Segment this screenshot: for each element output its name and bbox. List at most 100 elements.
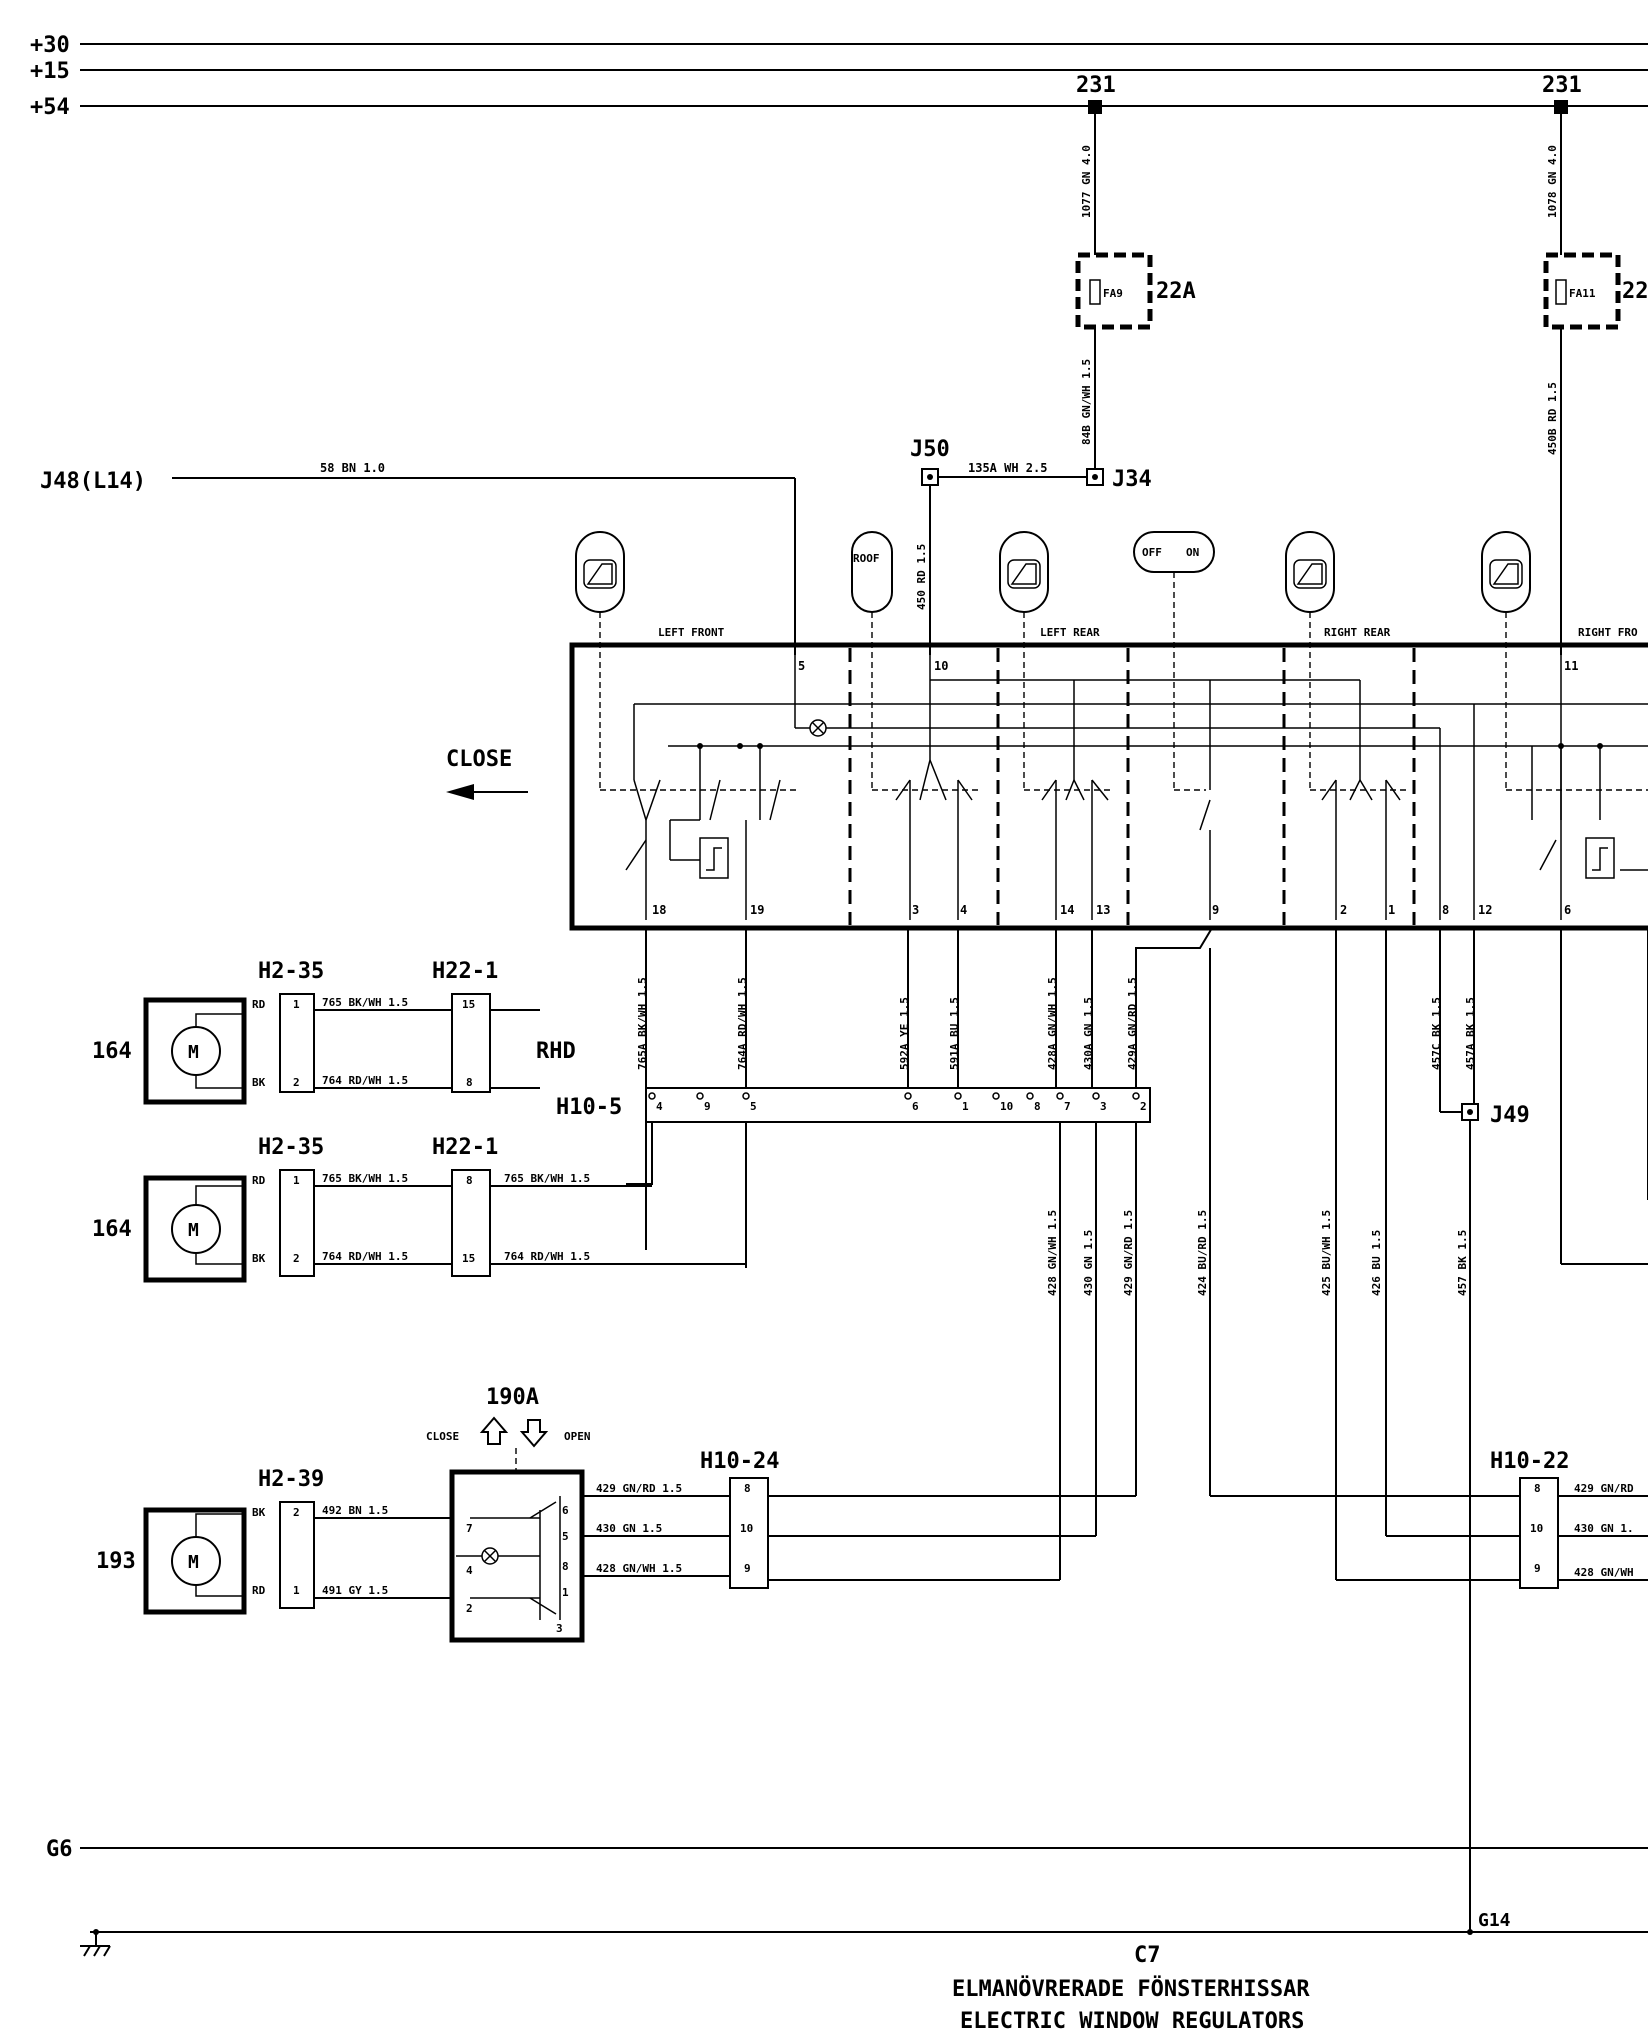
wire-84b-label: 84B GN/WH 1.5 [1080,359,1093,445]
close-small-label: CLOSE [426,1430,459,1443]
pin-12: 12 [1478,903,1492,917]
pin-4: 4 [960,903,967,917]
wire-450b-label: 450B RD 1.5 [1546,382,1559,455]
pin-h235b-2: 2 [293,1252,300,1265]
fuse-feed-fa9: 231 1077 GN 4.0 FA9 22A 84B GN/WH 1.5 J3… [1075,73,1196,492]
diagram-code: C7 [1134,1943,1161,1968]
h10-5-pin-terminal [742,1092,750,1100]
h10-5-pin-terminal [954,1092,962,1100]
motor-164a-label: 164 [92,1039,132,1064]
wire-491-label: 491 GY 1.5 [322,1584,388,1597]
node-j49-label: J49 [1490,1103,1530,1128]
h10-5-pin: 3 [1100,1100,1107,1113]
rail-15-label: +15 [30,59,70,84]
wire-430-label: 430 GN 1.5 [1082,1230,1095,1296]
pin-8: 8 [1442,903,1449,917]
connector-h10-5: H10-5 [556,1087,1151,1123]
h10-5-label: H10-5 [556,1095,622,1120]
diagram-title-sv: ELMANÖVRERADE FÖNSTERHISSAR [952,1976,1310,2002]
pin-h1022-10: 10 [1530,1522,1543,1535]
h22-1-b-label: H22-1 [432,1135,498,1160]
h10-5-pin: 1 [962,1100,969,1113]
pin-6: 6 [1564,903,1571,917]
rr-contacts [1310,779,1410,920]
wire-426-label: 426 BU 1.5 [1370,1230,1383,1296]
pin-h221b-15: 15 [462,1252,475,1265]
h10-22-label: H10-22 [1490,1449,1569,1474]
wire-425-label: 425 BU/WH 1.5 [1320,1210,1333,1296]
h10-5-pin-terminal [1056,1092,1064,1100]
pin-9: 9 [1212,903,1219,917]
pin-h221a-8: 8 [466,1076,473,1089]
fuse-22b-label: 22 [1622,279,1648,304]
pin-11: 11 [1564,659,1578,673]
h10-24-label: H10-24 [700,1449,779,1474]
wire-765-3-label: 765 BK/WH 1.5 [504,1172,590,1185]
h10-5-pin: 10 [1000,1100,1013,1113]
pin-h235a-2: 2 [293,1076,300,1089]
wire-457c-label: 457C BK 1.5 [1430,997,1443,1070]
motor-193-label: 193 [96,1549,136,1574]
wire-430a-label: 430A GN 1.5 [1082,997,1095,1070]
bk-b: BK [252,1252,266,1265]
wire-429a-label: 429A GN/RD 1.5 [1126,977,1139,1070]
label-left-rear: LEFT REAR [1040,626,1100,639]
pin-h239-2: 2 [293,1506,300,1519]
h10-5-pin-terminal [1026,1092,1034,1100]
pin-h1024-10: 10 [740,1522,753,1535]
pin-h221b-8: 8 [466,1174,473,1187]
down-arrow-icon [519,1419,549,1448]
h10-5-pin: 9 [704,1100,711,1113]
lf-contacts [600,743,800,920]
h10-5-pin-terminal [648,1092,656,1100]
pin-190-1: 1 [562,1586,569,1599]
wire-429-r-label: 429 GN/RD 1.5 [596,1482,682,1495]
motor-m-label-c: M [188,1552,199,1573]
label-left-front: LEFT FRONT [658,626,725,639]
node-231-a: 231 [1076,73,1116,98]
h2-35-a-label: H2-35 [258,959,324,984]
h10-5-pin: 6 [912,1100,919,1113]
wire-457a-label: 457A BK 1.5 [1464,997,1477,1070]
off-on-switch-icon: OFF ON [1133,531,1215,790]
wire-1078-label: 1078 GN 4.0 [1546,145,1559,218]
up-arrow-icon [479,1416,509,1445]
wire-450-label: 450 RD 1.5 [915,544,928,610]
pin-5: 5 [798,659,805,673]
h10-5-pin-terminal [696,1092,704,1100]
wire-424-label: 424 BU/RD 1.5 [1196,1210,1209,1296]
label-right-front: RIGHT FRO [1578,626,1638,639]
wire-428-rr-label: 428 GN/WH [1574,1566,1634,1579]
power-rails: +30 +15 +54 G6 G14 [30,33,1648,1957]
pin-18: 18 [652,903,666,917]
pin-h1024-8: 8 [744,1482,751,1495]
pin-190-4: 4 [466,1564,473,1577]
off-on-contacts [1174,780,1211,920]
pin-h221a-15: 15 [462,998,475,1011]
switch-capsules: ROOF OFF ON [575,531,1531,790]
fuse-fa11-label: FA11 [1569,287,1596,300]
connector-h10-22: H10-22 8 10 9 429 GN/RD 430 GN 1. 428 GN… [1490,1449,1648,1589]
roof-switch-icon: ROOF [851,531,893,790]
panel-out-wires: 765A BK/WH 1.5 764A RD/WH 1.5 592A YE 1.… [636,927,1648,1935]
h10-5-out-wires: 428 GN/WH 1.5 430 GN 1.5 429 GN/RD 1.5 [500,1122,1137,1580]
wire-430-rr-label: 430 GN 1. [1574,1522,1634,1535]
switch-panel: LEFT FRONT LEFT REAR RIGHT REAR RIGHT FR… [569,626,1648,931]
close-arrow-icon: CLOSE [446,747,528,800]
h10-5-pin-terminal [904,1092,912,1100]
pin-h239-1: 1 [293,1584,300,1597]
motor-164-a: 164 M H2-35 RD BK 1 2 765 BK/WH 1.5 764 … [92,959,576,1105]
wire-591a-label: 591A BU 1.5 [948,997,961,1070]
h10-5-pin-terminal [1132,1092,1140,1100]
wire-765a-label: 765A BK/WH 1.5 [636,977,649,1070]
pin-2: 2 [1340,903,1347,917]
h10-5-pin: 5 [750,1100,757,1113]
diagram-title-en: ELECTRIC WINDOW REGULATORS [960,2009,1304,2034]
bk-c: BK [252,1506,266,1519]
node-j48-label: J48(L14) [40,469,146,494]
h10-5-pin-terminal [992,1092,1000,1100]
h22-1-a-label: H22-1 [432,959,498,984]
roof-label: ROOF [853,552,880,565]
fuse-fa9-label: FA9 [1103,287,1123,300]
pin-h1022-9: 9 [1534,1562,1541,1575]
